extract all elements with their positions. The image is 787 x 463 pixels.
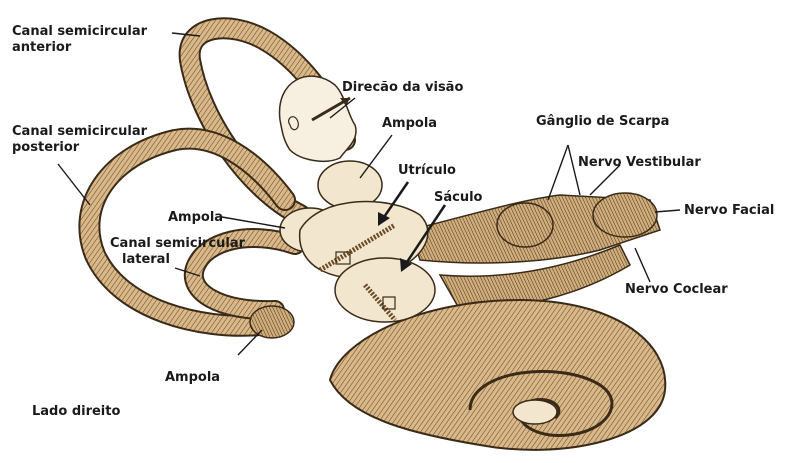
label-posterior-canal-line2: posterior (12, 140, 147, 156)
label-lateral-canal: Canal semicircular lateral (110, 236, 245, 268)
label-scarpa-ganglion: Gânglio de Scarpa (536, 114, 669, 130)
label-lateral-canal-line1: Canal semicircular (110, 236, 245, 252)
saccule (335, 258, 435, 322)
label-ampulla-bottom: Ampola (165, 370, 220, 386)
label-utricle: Utrículo (398, 163, 456, 179)
label-facial-nerve: Nervo Facial (684, 203, 774, 219)
facial-nerve (593, 193, 657, 237)
label-ampulla-top: Ampola (382, 116, 437, 132)
label-vestibular-nerve: Nervo Vestibular (578, 155, 701, 171)
label-anterior-canal-line2: anterior (12, 40, 147, 56)
label-posterior-canal: Canal semicircular posterior (12, 124, 147, 156)
label-anterior-canal: Canal semicircular anterior (12, 24, 147, 56)
label-ampulla-left: Ampola (168, 210, 223, 226)
label-lateral-canal-line2: lateral (110, 252, 245, 268)
scarpa-ganglion (497, 203, 553, 247)
label-saccule: Sáculo (434, 190, 482, 206)
label-view-direction: Direcão da visão (342, 80, 463, 96)
label-posterior-canal-line1: Canal semicircular (12, 124, 147, 140)
label-cochlear-nerve: Nervo Coclear (625, 282, 728, 298)
label-anterior-canal-line1: Canal semicircular (12, 24, 147, 40)
label-right-side: Lado direito (32, 404, 120, 420)
ampulla-bottom (250, 306, 294, 338)
